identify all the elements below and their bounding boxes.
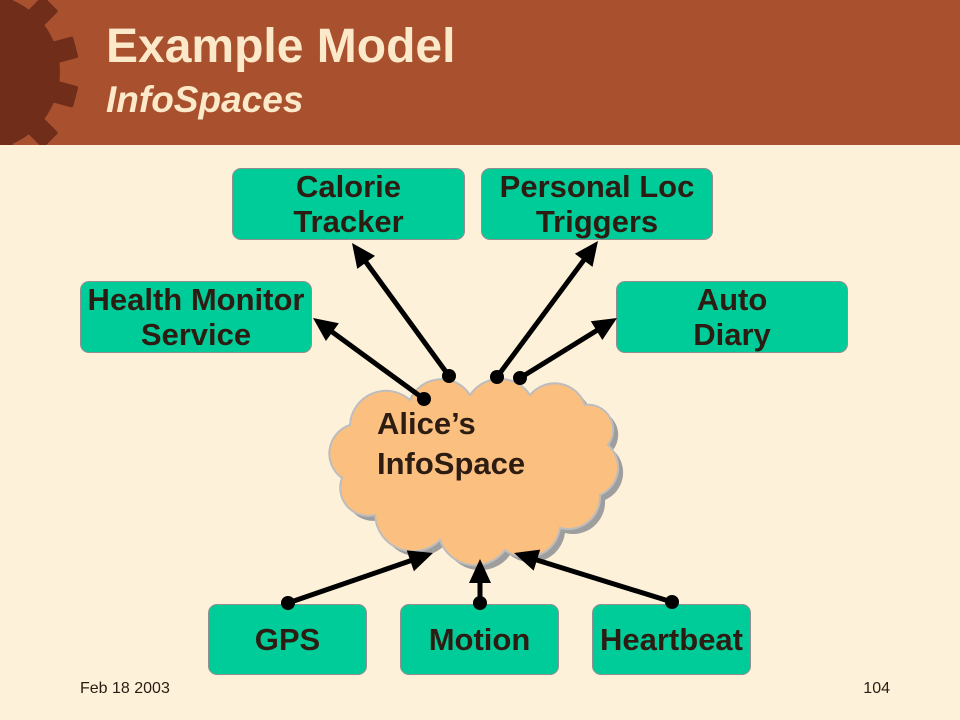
hub-label-line: Alice’s [377,406,476,441]
arrow-to-health-monitor-arrowhead [313,318,339,342]
arrow-from-gps-arrowhead [406,550,433,572]
arrow-from-motion-arrowhead [469,559,491,583]
node-label-line: Heartbeat [600,622,743,657]
arrow-from-gps-line [287,557,415,606]
arrow-to-calorie-tracker-dot [442,369,456,383]
gear-icon [0,0,79,145]
arrow-to-health-monitor-line [327,327,426,402]
arrow-to-calorie-tracker-line [361,257,452,378]
arrow-to-personal-loc-line [494,255,589,379]
personal-loc-triggers-box: Personal Loc Triggers [481,168,713,240]
auto-diary-box: Auto Diary [616,281,848,353]
health-monitor-service-box: Health Monitor Service [80,281,312,353]
arrow-from-heartbeat-arrowhead [514,549,541,571]
title-bar: Example Model InfoSpaces [0,0,960,145]
arrow-to-auto-diary-line [518,326,602,381]
node-label-line: Tracker [293,204,404,239]
arrow-to-auto-diary-arrowhead [590,318,617,340]
arrow-to-auto-diary-dot [513,371,527,385]
hub-label-line: InfoSpace [377,446,526,481]
calorie-tracker-box: Calorie Tracker [232,168,465,240]
node-label-line: Triggers [535,204,659,239]
arrow-to-calorie-tracker-arrowhead [352,243,376,269]
node-label-line: Personal Loc [499,169,695,204]
page-number: 104 [863,680,890,697]
infospace-label: Alice’s InfoSpace [377,404,525,484]
arrow-to-personal-loc-dot [490,370,504,384]
motion-box: Motion [400,604,559,675]
node-label-line: Diary [693,317,771,352]
node-label-line: Service [140,317,252,352]
node-label-line: GPS [254,622,321,657]
footer-date: Feb 18 2003 [80,680,170,697]
slide-subtitle: InfoSpaces [106,79,304,120]
heartbeat-box: Heartbeat [592,604,751,675]
arrow-from-heartbeat-line [532,556,673,605]
node-label-line: Motion [428,622,531,657]
gps-box: GPS [208,604,367,675]
node-label-line: Auto [696,282,768,317]
arrow-to-personal-loc-arrowhead [574,241,598,267]
node-label-line: Health Monitor [87,282,305,317]
slide-title: Example Model [106,20,456,73]
node-label-line: Calorie [295,169,402,204]
